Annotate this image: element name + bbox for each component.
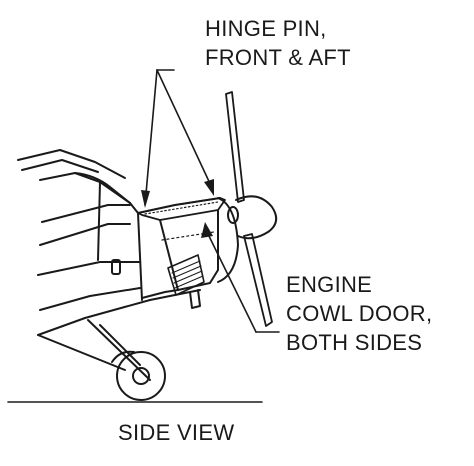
hinge-pin-arrowhead-aft: [204, 179, 214, 196]
exhaust-stack: [189, 289, 201, 309]
main-wheel-hub: [132, 367, 150, 385]
fuselage-side-line: [37, 261, 141, 276]
hinge-pin-leader-front: [144, 69, 158, 206]
fuselage-lower-line: [39, 287, 141, 311]
wing-strut-lower: [21, 159, 99, 173]
cabin-roof-line: [39, 172, 131, 204]
cowl-front-edge: [129, 202, 143, 301]
engine-cowl-label-line-3: BOTH SIDES: [286, 330, 423, 355]
hinge-pin-leader-aft: [156, 69, 214, 191]
main-gear-strut-front: [87, 319, 151, 381]
nose-air-intake: [227, 206, 239, 224]
cowl-side-panel: [141, 289, 179, 299]
louver-stripe-3: [173, 270, 203, 284]
wheel-fairing: [111, 350, 135, 363]
cabin-small-window: [111, 259, 121, 275]
hinge-pin-arrowhead-front: [141, 190, 150, 208]
hinge-pin-label-line-2: FRONT & AFT: [205, 45, 351, 70]
windshield-frame: [74, 172, 131, 204]
propeller-blade-lower: [243, 233, 273, 327]
cowl-door-hinge-dash: [161, 231, 215, 241]
gear-axle-brace: [99, 324, 141, 366]
propeller-blade-upper: [225, 91, 245, 203]
cabin-window-line-1: [41, 204, 131, 223]
wing-strut-upper: [17, 149, 126, 179]
engine-cowl-door: [137, 197, 226, 221]
fuselage-belly: [37, 289, 201, 336]
propeller-spinner: [235, 195, 278, 240]
view-caption: SIDE VIEW: [118, 420, 235, 445]
cowl-door-leader-diagonal: [206, 231, 257, 333]
hinge-pin-label-line-1: HINGE PIN,: [205, 16, 327, 41]
cowl-door-outline: [159, 209, 219, 291]
main-wheel-tire: [116, 351, 166, 401]
cowl-louver-vent: [167, 254, 205, 296]
cabin-window-line-2: [39, 223, 131, 246]
hinge-pin-top-dash: [144, 201, 219, 215]
door-post: [97, 181, 101, 261]
louver-stripe-4: [174, 275, 204, 289]
nose-cowl-ring: [217, 197, 239, 283]
engine-cowl-label-line-1: ENGINE: [286, 272, 373, 297]
main-gear-strut-rear: [37, 334, 126, 371]
cowl-door-arrowhead: [201, 222, 213, 238]
louver-stripe-1: [171, 260, 201, 274]
louver-stripe-2: [172, 265, 202, 279]
engine-cowl-label-line-2: COWL DOOR,: [286, 301, 433, 326]
